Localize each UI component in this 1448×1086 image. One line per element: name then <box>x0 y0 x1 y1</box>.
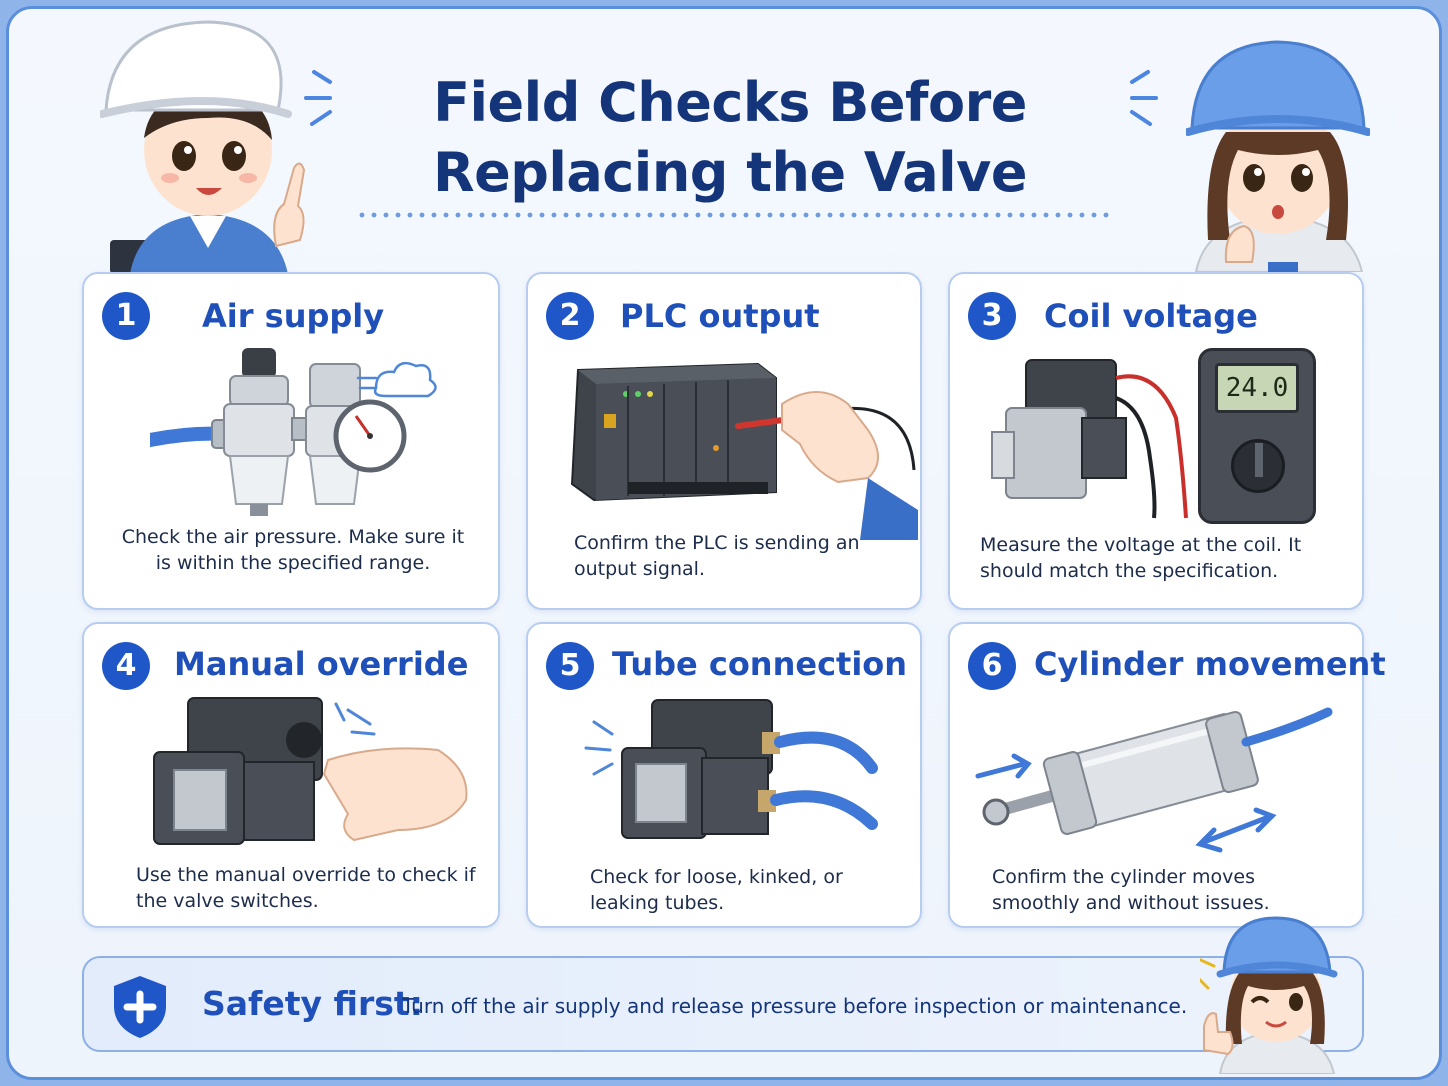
page-title: Field Checks Before Replacing the Valve <box>432 71 1028 204</box>
step-number-badge: 6 <box>968 642 1016 690</box>
safety-label: Safety first: <box>202 984 423 1023</box>
card-title: Cylinder movement <box>1034 645 1386 683</box>
worker-thumbs-up-character <box>1200 916 1338 1074</box>
safety-banner: Safety first: Turn off the air supply an… <box>82 956 1364 1052</box>
meter-display: 24.0 <box>1215 363 1299 413</box>
card-description: Confirm the PLC is sending an output sig… <box>574 532 860 580</box>
sparkle-left-icon <box>304 70 332 126</box>
step-number-badge: 5 <box>546 642 594 690</box>
worker-pointing-character <box>100 20 306 274</box>
worker-thinking-character <box>1186 40 1370 272</box>
card-description: Confirm the cylinder moves smoothly and … <box>992 866 1270 914</box>
safety-text: Turn off the air supply and release pres… <box>402 994 1188 1018</box>
sparkle-right-icon <box>1130 70 1158 126</box>
shield-plus-icon <box>114 976 166 1038</box>
step-number-badge: 1 <box>102 292 150 340</box>
valve-icon <box>153 697 468 845</box>
card-title: Manual override <box>174 645 469 683</box>
step-number-badge: 3 <box>968 292 1016 340</box>
card-title: Coil voltage <box>1044 297 1258 335</box>
card-cylinder-movement: 6 Cylinder movement Confirm the cylinder… <box>948 622 1386 928</box>
card-air-supply: 1 Air supply Check the air pressure. Mak… <box>82 272 500 610</box>
card-title: PLC output <box>620 297 820 335</box>
card-plc-output: 2 PLC output Confirm the PLC is sending … <box>526 272 922 610</box>
plc-module-icon <box>570 362 918 540</box>
card-manual-override: 4 Manual override Use the manual overrid… <box>82 622 500 928</box>
coil-solenoid-icon <box>991 359 1188 519</box>
card-description: Check the air pressure. Make sure it is … <box>121 526 465 574</box>
card-title: Air supply <box>202 297 385 335</box>
card-tube-connection: 5 Tube connection Check for loose, kinke… <box>526 622 922 928</box>
cylinder-icon <box>975 707 1333 853</box>
tube-icon <box>584 699 878 839</box>
card-description: Measure the voltage at the coil. It shou… <box>980 534 1302 582</box>
air-regulator-icon <box>150 348 437 516</box>
multimeter-icon: 24.0 <box>1198 348 1316 524</box>
card-title: Tube connection <box>612 645 908 683</box>
card-coil-voltage: 3 Coil voltage 24.0 Measure the voltage … <box>948 272 1364 610</box>
title-divider <box>356 212 1112 218</box>
step-number-badge: 2 <box>546 292 594 340</box>
card-description: Check for loose, kinked, or leaking tube… <box>590 866 843 914</box>
card-description: Use the manual override to check if the … <box>136 864 476 912</box>
step-number-badge: 4 <box>102 642 150 690</box>
